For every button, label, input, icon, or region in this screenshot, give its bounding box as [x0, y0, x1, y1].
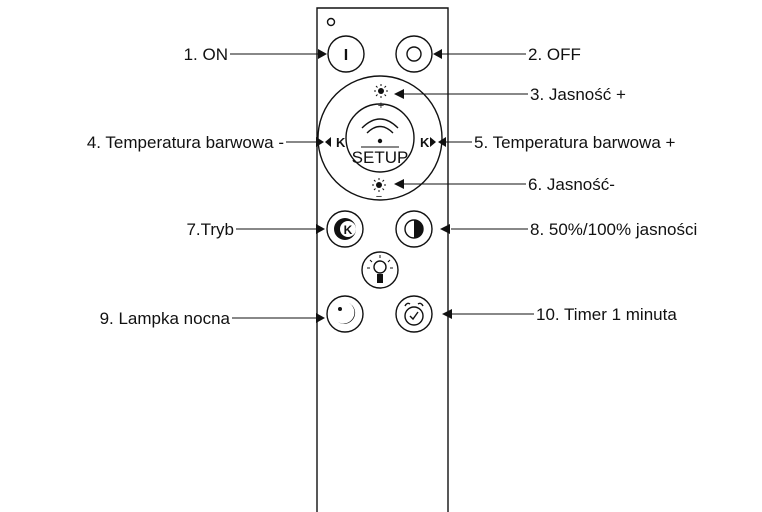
on-button[interactable]: I	[327, 35, 365, 73]
lightbulb-icon	[367, 255, 393, 283]
minus-sign: −	[376, 191, 382, 203]
plus-sign: +	[378, 100, 384, 112]
brightness-down-icon: −	[372, 178, 386, 203]
off-button[interactable]	[395, 35, 433, 73]
label-brightness-up: 3. Jasność +	[530, 85, 626, 104]
night-light-button[interactable]	[326, 295, 364, 333]
label-brightness-50-100: 8. 50%/100% jasności	[530, 220, 697, 239]
setup-label: SETUP	[352, 148, 409, 167]
temp-down-key: K	[325, 135, 346, 150]
label-mode: 7.Tryb	[186, 220, 234, 239]
label-brightness-down: 6. Jasność-	[528, 175, 615, 194]
power-on-icon: I	[344, 47, 348, 64]
remote-body	[316, 7, 449, 512]
svg-text:K: K	[336, 135, 346, 150]
svg-text:K: K	[420, 135, 430, 150]
wifi-icon	[361, 118, 399, 144]
alarm-clock-icon	[404, 302, 424, 326]
half-brightness-button[interactable]	[395, 210, 433, 248]
timer-button[interactable]	[395, 295, 433, 333]
temp-up-key: K	[420, 135, 436, 150]
label-temp-down: 4. Temperatura barwowa -	[87, 133, 284, 152]
callout-labels: 1. ON 2. OFF 3. Jasność + 4. Temperatura…	[87, 45, 697, 328]
mode-button[interactable]: K	[326, 210, 364, 248]
label-temp-up: 5. Temperatura barwowa +	[474, 133, 676, 152]
indicator-led-icon	[326, 17, 336, 27]
lightbulb-button[interactable]	[361, 251, 399, 289]
moon-icon	[338, 303, 356, 324]
label-on: 1. ON	[184, 45, 228, 64]
label-timer: 10. Timer 1 minuta	[536, 305, 677, 324]
brightness-up-icon: +	[374, 84, 388, 112]
leader-lines	[230, 49, 534, 323]
label-off: 2. OFF	[528, 45, 581, 64]
control-wheel[interactable]: SETUP + − K K	[317, 75, 443, 203]
label-night-light: 9. Lampka nocna	[100, 309, 231, 328]
svg-text:K: K	[344, 223, 353, 237]
power-off-icon	[406, 46, 422, 62]
